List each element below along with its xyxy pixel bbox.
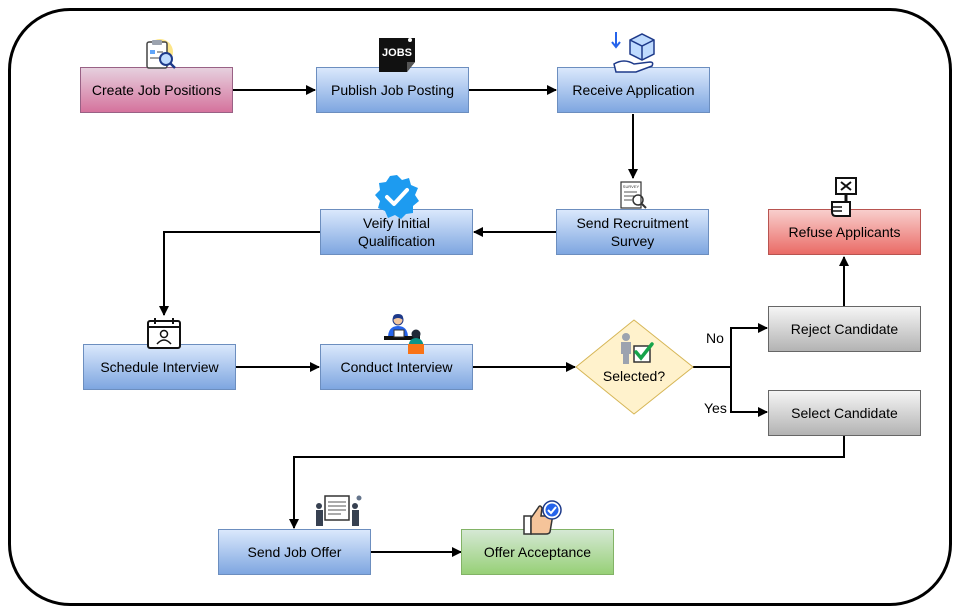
node-schedule-interview: Schedule Interview bbox=[83, 344, 236, 390]
node-label: Offer Acceptance bbox=[483, 544, 592, 560]
node-publish-job-posting: Publish Job Posting bbox=[316, 67, 469, 113]
edge-label-no: No bbox=[706, 330, 724, 346]
arrow-selected-no-to-reject bbox=[693, 323, 768, 368]
node-conduct-interview: Conduct Interview bbox=[320, 344, 473, 390]
node-select-candidate: Select Candidate bbox=[768, 390, 921, 436]
clipboard-search-icon bbox=[146, 39, 176, 69]
node-label: Conduct Interview bbox=[340, 359, 453, 375]
receive-package-icon bbox=[611, 32, 655, 73]
decision-diamond bbox=[575, 319, 694, 415]
node-offer-acceptance: Offer Acceptance bbox=[461, 529, 614, 575]
arrow-verify-to-schedule bbox=[159, 231, 320, 316]
node-reject-candidate: Reject Candidate bbox=[768, 306, 921, 352]
jobs-sign-text: JOBS bbox=[382, 47, 412, 59]
node-label: Receive Application bbox=[572, 82, 695, 98]
node-label: Schedule Interview bbox=[100, 359, 219, 375]
node-verify-initial-qualification: Veify Initial Qualification bbox=[320, 209, 473, 255]
verified-badge-icon bbox=[375, 175, 419, 219]
node-send-job-offer: Send Job Offer bbox=[218, 529, 371, 575]
survey-text: SURVEY bbox=[623, 184, 640, 189]
node-receive-application: Receive Application bbox=[557, 67, 710, 113]
node-label: Select Candidate bbox=[791, 405, 898, 421]
node-label: Reject Candidate bbox=[790, 321, 899, 337]
edge-label-yes: Yes bbox=[704, 400, 727, 416]
survey-document-icon: SURVEY bbox=[620, 181, 647, 209]
node-label: Refuse Applicants bbox=[788, 224, 901, 240]
node-label: Veify Initial Qualification bbox=[357, 215, 436, 249]
jobs-sign-icon: JOBS bbox=[379, 38, 415, 72]
decision-label: Selected? bbox=[602, 368, 666, 384]
person-checkmark-icon bbox=[621, 333, 654, 364]
node-label: Send Recruitment Survey bbox=[576, 215, 689, 249]
calendar-person-icon bbox=[147, 318, 181, 349]
arrow-selected-yes-to-select bbox=[730, 367, 768, 417]
node-create-job-positions: Create Job Positions bbox=[80, 67, 233, 113]
node-send-recruitment-survey: Send Recruitment Survey bbox=[556, 209, 709, 255]
protest-sign-icon bbox=[831, 177, 857, 217]
interview-people-icon bbox=[384, 314, 424, 354]
arrow-select-to-send-offer bbox=[289, 436, 845, 529]
node-label: Send Job Offer bbox=[247, 544, 342, 560]
node-label: Create Job Positions bbox=[91, 82, 222, 98]
thumbs-up-check-icon bbox=[523, 500, 562, 535]
node-label: Publish Job Posting bbox=[331, 82, 454, 98]
presentation-people-icon bbox=[316, 495, 362, 526]
